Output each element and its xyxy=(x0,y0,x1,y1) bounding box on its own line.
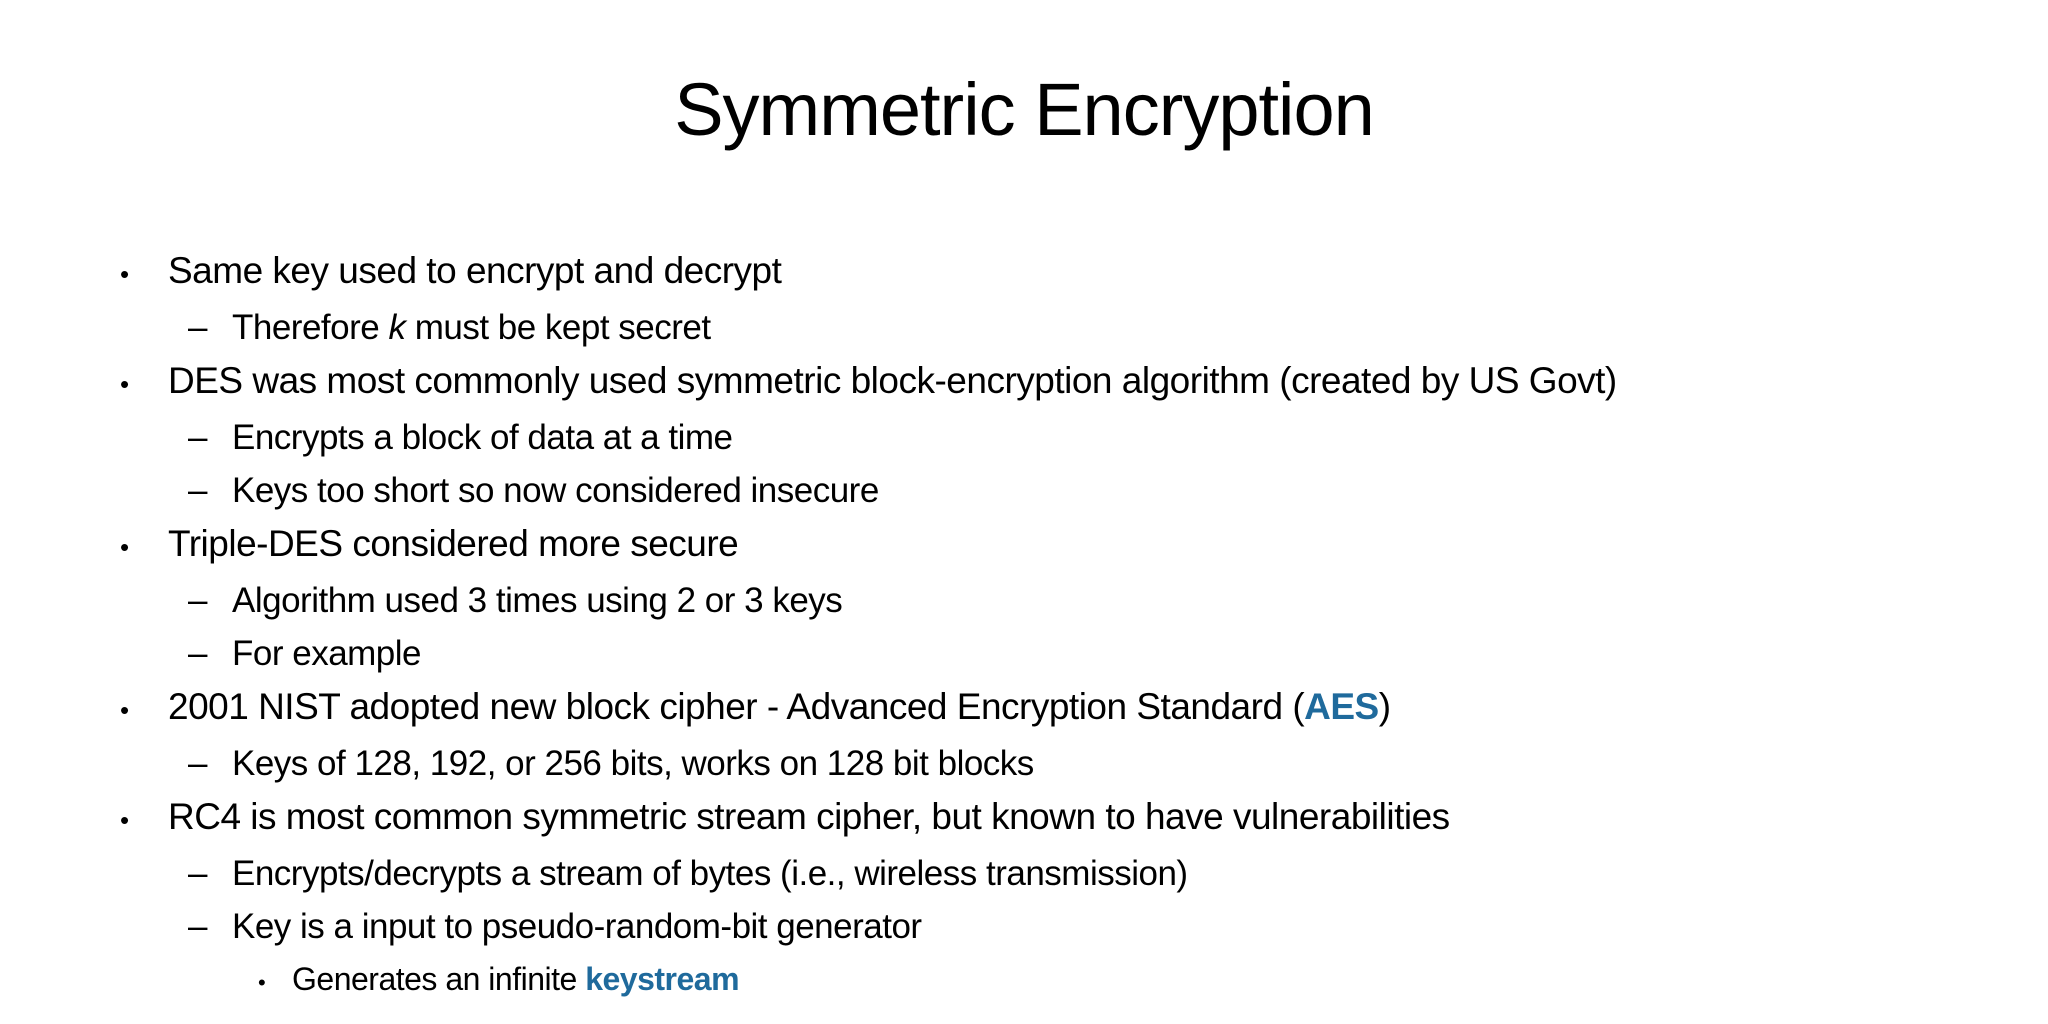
bullet-text: For example xyxy=(232,627,422,680)
bullet-item-level-1: • DES was most commonly used symmetric bl… xyxy=(0,354,2008,411)
bullet-text: DES was most commonly used symmetric blo… xyxy=(168,354,1617,407)
text-segment: Keys of 128, 192, or 256 bits, works on … xyxy=(232,744,1034,783)
bullet-text: Key is a input to pseudo-random-bit gene… xyxy=(232,900,922,953)
bullet-item-level-3: • Generates an infinite keystream xyxy=(0,953,2008,1009)
bullet-item-level-2: –Keys of 128, 192, or 256 bits, works on… xyxy=(0,737,2008,790)
dash-bullet-icon: – xyxy=(188,744,207,783)
bullet-item-level-1: • RC4 is most common symmetric stream cip… xyxy=(0,790,2008,847)
highlighted-term: AES xyxy=(1304,686,1379,727)
highlighted-term: k xyxy=(388,308,406,347)
dash-bullet-icon: – xyxy=(188,634,207,673)
bullet-item-level-2: –Encrypts a block of data at a time xyxy=(0,411,2008,464)
dot-bullet-icon: • xyxy=(120,532,129,562)
dot-bullet-icon: • xyxy=(120,695,129,725)
bullet-item-level-2: –Keys too short so now considered insecu… xyxy=(0,464,2008,517)
dot-bullet-icon: • xyxy=(258,970,266,995)
bullet-item-level-2: –Key is a input to pseudo-random-bit gen… xyxy=(0,900,2008,953)
bullet-item-level-2: –Algorithm used 3 times using 2 or 3 key… xyxy=(0,574,2008,627)
bullet-list: •Same key used to encrypt and decrypt–Th… xyxy=(0,244,2008,1009)
dash-bullet-icon: – xyxy=(188,581,207,620)
dot-bullet-icon: • xyxy=(120,369,129,399)
bullet-item-level-2: –Therefore k must be kept secret xyxy=(0,301,2008,354)
bullet-item-level-2: –Encrypts/decrypts a stream of bytes (i.… xyxy=(0,847,2008,900)
bullet-text: Same key used to encrypt and decrypt xyxy=(168,244,782,297)
bullet-text: Triple-DES considered more secure xyxy=(168,517,739,570)
text-segment: Algorithm used 3 times using 2 or 3 keys xyxy=(232,581,843,620)
dash-bullet-icon: – xyxy=(188,907,207,946)
bullet-item-level-1: • Triple-DES considered more secure xyxy=(0,517,2008,574)
text-segment: 2001 NIST adopted new block cipher - Adv… xyxy=(168,686,1305,727)
text-segment: Key is a input to pseudo-random-bit gene… xyxy=(232,907,922,946)
text-segment: Encrypts a block of data at a time xyxy=(232,418,733,457)
bullet-item-level-1: • 2001 NIST adopted new block cipher - Ad… xyxy=(0,680,2008,737)
dash-bullet-icon: – xyxy=(188,854,207,893)
bullet-text: Therefore k must be kept secret xyxy=(232,301,711,354)
dash-bullet-icon: – xyxy=(188,418,207,457)
bullet-text: 2001 NIST adopted new block cipher - Adv… xyxy=(168,680,1391,733)
bullet-text: RC4 is most common symmetric stream ciph… xyxy=(168,790,1450,843)
text-segment: Keys too short so now considered insecur… xyxy=(232,471,879,510)
bullet-text: Encrypts/decrypts a stream of bytes (i.e… xyxy=(232,847,1188,900)
slide-title: Symmetric Encryption xyxy=(674,68,1375,151)
text-segment: must be kept secret xyxy=(405,308,711,347)
bullet-item-level-2: –For example xyxy=(0,627,2008,680)
text-segment: Same key used to encrypt and decrypt xyxy=(168,250,782,291)
text-segment: DES was most commonly used symmetric blo… xyxy=(168,360,1617,401)
text-segment: Triple-DES considered more secure xyxy=(168,523,739,564)
text-segment: Generates an infinite xyxy=(292,961,586,997)
highlighted-term: keystream xyxy=(585,961,740,997)
dot-bullet-icon: • xyxy=(120,259,129,289)
bullet-text: Keys of 128, 192, or 256 bits, works on … xyxy=(232,737,1034,790)
dash-bullet-icon: – xyxy=(188,308,207,347)
text-segment: For example xyxy=(232,634,422,673)
text-segment: Therefore xyxy=(232,308,389,347)
text-segment: ) xyxy=(1378,686,1391,727)
bullet-text: Algorithm used 3 times using 2 or 3 keys xyxy=(232,574,843,627)
bullet-text: Keys too short so now considered insecur… xyxy=(232,464,879,517)
text-segment: Encrypts/decrypts a stream of bytes (i.e… xyxy=(232,854,1188,893)
dash-bullet-icon: – xyxy=(188,471,207,510)
bullet-text: Generates an infinite keystream xyxy=(292,953,740,1006)
text-segment: RC4 is most common symmetric stream ciph… xyxy=(168,796,1450,837)
bullet-text: Encrypts a block of data at a time xyxy=(232,411,733,464)
bullet-item-level-1: • Same key used to encrypt and decrypt xyxy=(0,244,2008,301)
dot-bullet-icon: • xyxy=(120,805,129,835)
